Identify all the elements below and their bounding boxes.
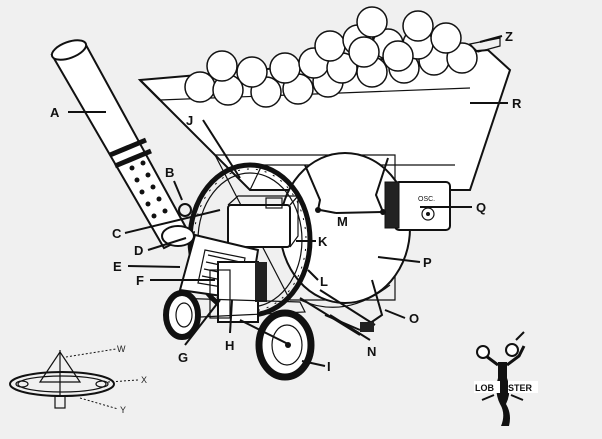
label-C: C: [112, 226, 122, 241]
label-N: N: [367, 344, 376, 359]
leader-lines: [68, 35, 508, 367]
label-B: B: [165, 165, 174, 180]
label-O: O: [409, 311, 419, 326]
motor-housing: [227, 194, 300, 248]
tube-collar: [161, 225, 195, 247]
label-H: H: [225, 338, 234, 353]
label-D: D: [134, 243, 143, 258]
logo-text-left: LOB: [475, 383, 494, 393]
label-E: E: [113, 259, 122, 274]
label-A: A: [50, 105, 60, 120]
left-wheel: [163, 290, 201, 340]
oscillation-inset: W X Y: [9, 344, 147, 415]
label-Z: Z: [505, 29, 513, 44]
launch-tube: [50, 39, 195, 250]
front-panel: [209, 261, 267, 323]
label-G: G: [178, 350, 188, 365]
label-J: J: [186, 113, 193, 128]
label-L: L: [320, 274, 328, 289]
label-F: F: [136, 273, 144, 288]
right-wheel: [255, 309, 315, 381]
axle: [239, 319, 291, 346]
label-Q: Q: [476, 200, 486, 215]
label-M: M: [337, 214, 348, 229]
elevation-knob-icon[interactable]: [178, 203, 192, 217]
inset-label-W: W: [117, 344, 126, 354]
label-I: I: [327, 359, 331, 374]
label-K: K: [318, 234, 328, 249]
part-labels: A B C D E F G H I J K L M N O P Q R Z: [50, 29, 522, 374]
inset-label-X: X: [141, 375, 147, 385]
inset-label-Y: Y: [120, 405, 126, 415]
label-R: R: [512, 96, 522, 111]
logo-text-right: STER: [508, 383, 533, 393]
label-P: P: [423, 255, 432, 270]
tennis-balls: [184, 6, 478, 108]
lobster-logo: LOB STER: [474, 331, 538, 426]
control-panel-text: OSC.: [418, 196, 435, 203]
